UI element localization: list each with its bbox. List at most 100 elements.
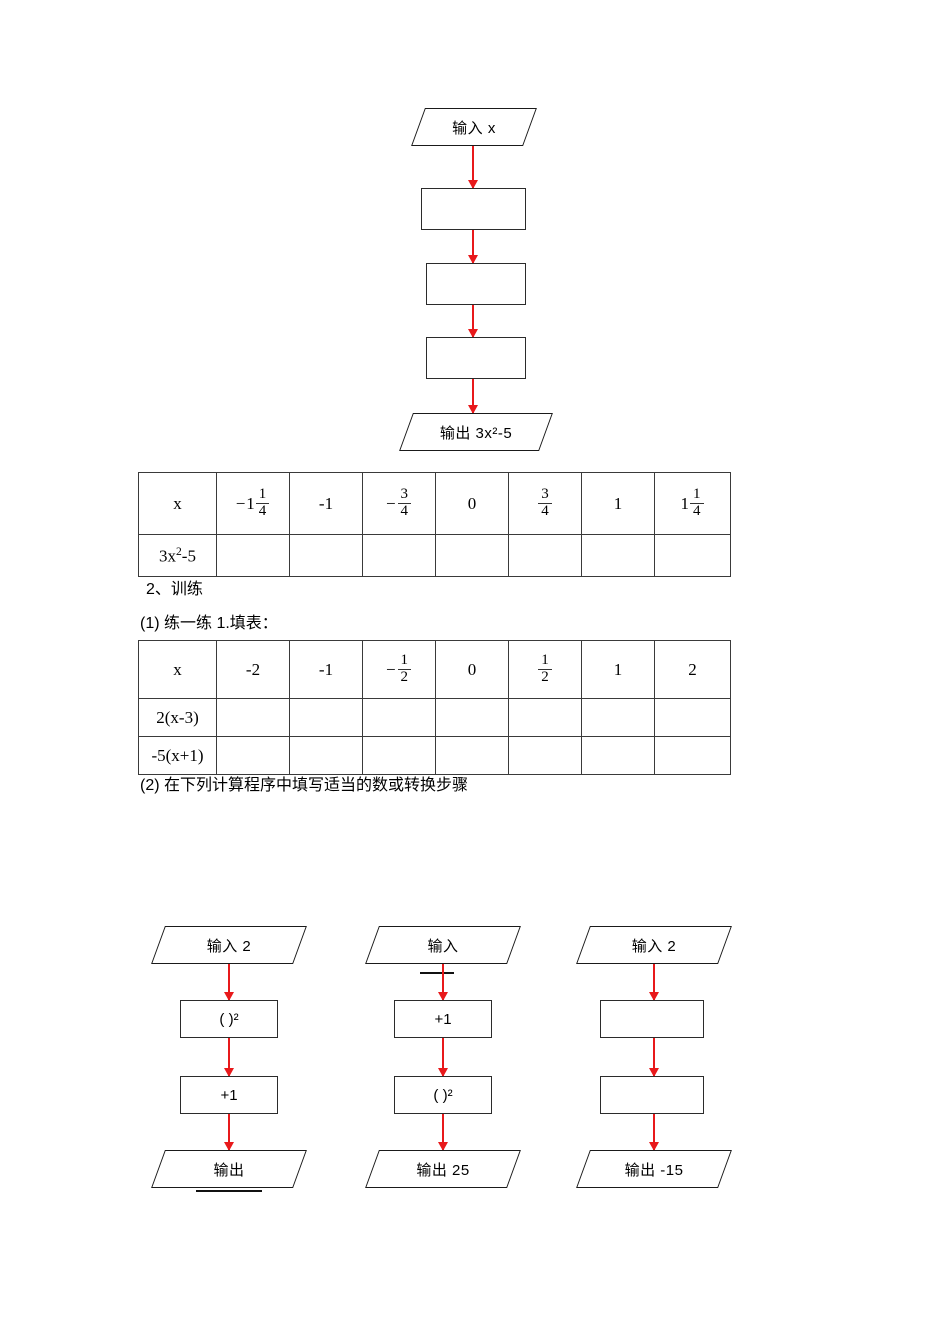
table-cell-blank[interactable] bbox=[362, 534, 436, 577]
flow-b-arrow-1 bbox=[442, 964, 444, 1000]
flow-arrow-2 bbox=[472, 230, 474, 263]
table-cell-blank[interactable] bbox=[362, 736, 436, 775]
table-header-x: x bbox=[138, 472, 217, 535]
flow-output-label: 输出 3x²-5 bbox=[439, 424, 513, 442]
heading-question-2: (2) 在下列计算程序中填写适当的数或转换步骤 bbox=[140, 777, 469, 794]
heading-exercise: (1) 练一练 1.填表： bbox=[140, 615, 278, 632]
flow-a-output-node: 输出 bbox=[151, 1150, 307, 1188]
table-cell-blank[interactable] bbox=[654, 534, 731, 577]
fraction: 3 4 bbox=[538, 486, 552, 520]
table-header-cell: − 3 4 bbox=[362, 472, 436, 535]
flow-a-step-box-2: +1 bbox=[180, 1076, 278, 1114]
table-cell-blank[interactable] bbox=[508, 534, 582, 577]
table-values-3x2-5: x − 1 1 4 -1 − 3 4 0 3 bbox=[138, 472, 731, 577]
flow-c-step-box-2 bbox=[600, 1076, 704, 1114]
flow-a-input-node: 输入 2 bbox=[151, 926, 307, 964]
flow-c-input-label: 输入 2 bbox=[631, 937, 677, 955]
flow-step-box-3 bbox=[426, 337, 526, 379]
heading-training: 2、训练 bbox=[146, 581, 203, 598]
fraction: 1 4 bbox=[690, 486, 704, 520]
table-cell-blank[interactable] bbox=[581, 534, 655, 577]
table-header-cell: − 1 1 4 bbox=[216, 472, 290, 535]
flow-a-arrow-1 bbox=[228, 964, 230, 1000]
flow-c-arrow-1 bbox=[653, 964, 655, 1000]
fraction-numerator: 3 bbox=[541, 486, 549, 503]
table-row-label: -5(x+1) bbox=[138, 736, 217, 775]
table-cell-blank[interactable] bbox=[362, 698, 436, 737]
flow-b-step-box-1: +1 bbox=[394, 1000, 492, 1038]
table-cell-blank[interactable] bbox=[289, 698, 363, 737]
table-values-exercise: x -2 -1 − 1 2 0 1 2 1 2 2(x-3) bbox=[138, 640, 731, 775]
fraction: 1 4 bbox=[255, 486, 270, 520]
fraction-sign: − bbox=[385, 493, 396, 513]
fraction-numerator: 3 bbox=[400, 486, 409, 503]
table-cell-blank[interactable] bbox=[216, 698, 290, 737]
fraction-denominator: 4 bbox=[397, 503, 412, 520]
fraction-whole: 1 bbox=[246, 493, 255, 513]
signed-fraction: − 1 2 bbox=[385, 652, 412, 686]
table-cell-blank[interactable] bbox=[435, 698, 509, 737]
table-cell-blank[interactable] bbox=[289, 534, 363, 577]
flow-a-output-blank[interactable] bbox=[196, 1190, 262, 1192]
fraction: 3 4 bbox=[397, 486, 412, 520]
signed-fraction: − 3 4 bbox=[385, 486, 412, 520]
flow-a-output-label: 输出 bbox=[213, 1161, 245, 1179]
table-cell-blank[interactable] bbox=[654, 698, 731, 737]
flow-step-box-2 bbox=[426, 263, 526, 305]
table-header-cell: 1 bbox=[581, 472, 655, 535]
flow-arrow-4 bbox=[472, 379, 474, 413]
table-cell-blank[interactable] bbox=[216, 736, 290, 775]
table-cell-blank[interactable] bbox=[581, 698, 655, 737]
table-cell-blank[interactable] bbox=[508, 736, 582, 775]
flow-a-step-1-label: ( )² bbox=[219, 1010, 239, 1028]
table-row: 2(x-3) bbox=[138, 698, 731, 737]
flow-a-step-2-label: +1 bbox=[220, 1086, 238, 1104]
flow-c-input-node: 输入 2 bbox=[576, 926, 732, 964]
fraction-denominator: 2 bbox=[538, 669, 552, 686]
flow-b-input-blank[interactable] bbox=[420, 972, 454, 974]
table-header-cell: -1 bbox=[289, 640, 363, 699]
table-row: x − 1 1 4 -1 − 3 4 0 3 bbox=[138, 472, 731, 535]
table-header-cell: 0 bbox=[435, 640, 509, 699]
table-header-cell: − 1 2 bbox=[362, 640, 436, 699]
table-header-cell: -1 bbox=[289, 472, 363, 535]
flow-a-arrow-2 bbox=[228, 1038, 230, 1076]
fraction-whole: 1 bbox=[680, 493, 690, 513]
table-cell-blank[interactable] bbox=[654, 736, 731, 775]
fraction-sign: − bbox=[385, 659, 396, 679]
fraction: 1 2 bbox=[397, 652, 412, 686]
flow-b-output-label: 输出 25 bbox=[416, 1161, 470, 1179]
table-row: x -2 -1 − 1 2 0 1 2 1 2 bbox=[138, 640, 731, 699]
table-header-cell: 1 1 4 bbox=[654, 472, 731, 535]
table-cell-blank[interactable] bbox=[216, 534, 290, 577]
fraction-sign: − bbox=[235, 493, 246, 513]
flow-c-arrow-3 bbox=[653, 1114, 655, 1150]
fraction-numerator: 1 bbox=[258, 486, 267, 503]
table-cell-blank[interactable] bbox=[508, 698, 582, 737]
flow-a-input-label: 输入 2 bbox=[206, 937, 252, 955]
flow-c-step-box-1 bbox=[600, 1000, 704, 1038]
table-cell-blank[interactable] bbox=[289, 736, 363, 775]
table-cell-blank[interactable] bbox=[581, 736, 655, 775]
flow-b-arrow-2 bbox=[442, 1038, 444, 1076]
fraction-numerator: 1 bbox=[693, 486, 701, 503]
fraction-numerator: 1 bbox=[400, 652, 409, 669]
flow-b-input-label: 输入 bbox=[427, 937, 459, 955]
table-cell-blank[interactable] bbox=[435, 534, 509, 577]
flow-b-step-2-label: ( )² bbox=[433, 1086, 453, 1104]
flow-b-step-1-label: +1 bbox=[434, 1010, 452, 1028]
table-row-label: 3x2-5 bbox=[138, 534, 217, 577]
fraction: 1 2 bbox=[538, 652, 552, 686]
flow-b-output-node: 输出 25 bbox=[365, 1150, 521, 1188]
flow-input-node: 输入 x bbox=[411, 108, 537, 146]
table-cell-blank[interactable] bbox=[435, 736, 509, 775]
flow-a-arrow-3 bbox=[228, 1114, 230, 1150]
fraction-denominator: 4 bbox=[538, 503, 552, 520]
table-header-cell: 1 bbox=[581, 640, 655, 699]
table-row: 3x2-5 bbox=[138, 534, 731, 577]
table-row: -5(x+1) bbox=[138, 736, 731, 775]
fraction-denominator: 4 bbox=[690, 503, 704, 520]
table-header-cell: -2 bbox=[216, 640, 290, 699]
table-header-cell: 2 bbox=[654, 640, 731, 699]
flow-step-box-1 bbox=[421, 188, 526, 230]
